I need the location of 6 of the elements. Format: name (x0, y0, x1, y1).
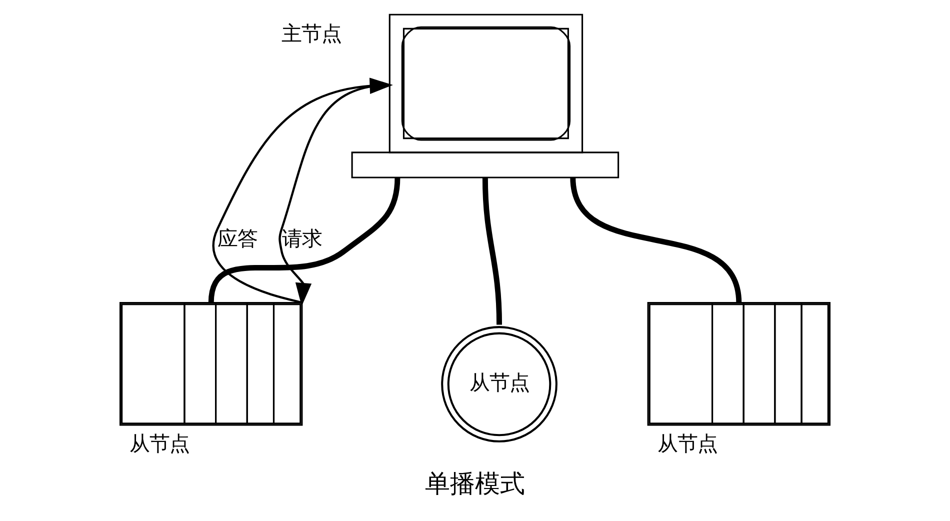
node-label: 从节点 (130, 432, 190, 456)
edge-label: 应答 (218, 226, 258, 250)
node-label: 从节点 (657, 432, 718, 456)
caption: 单播模式 (425, 468, 525, 498)
node-label: 主节点 (282, 21, 342, 46)
edge-label: 请求 (282, 226, 322, 250)
